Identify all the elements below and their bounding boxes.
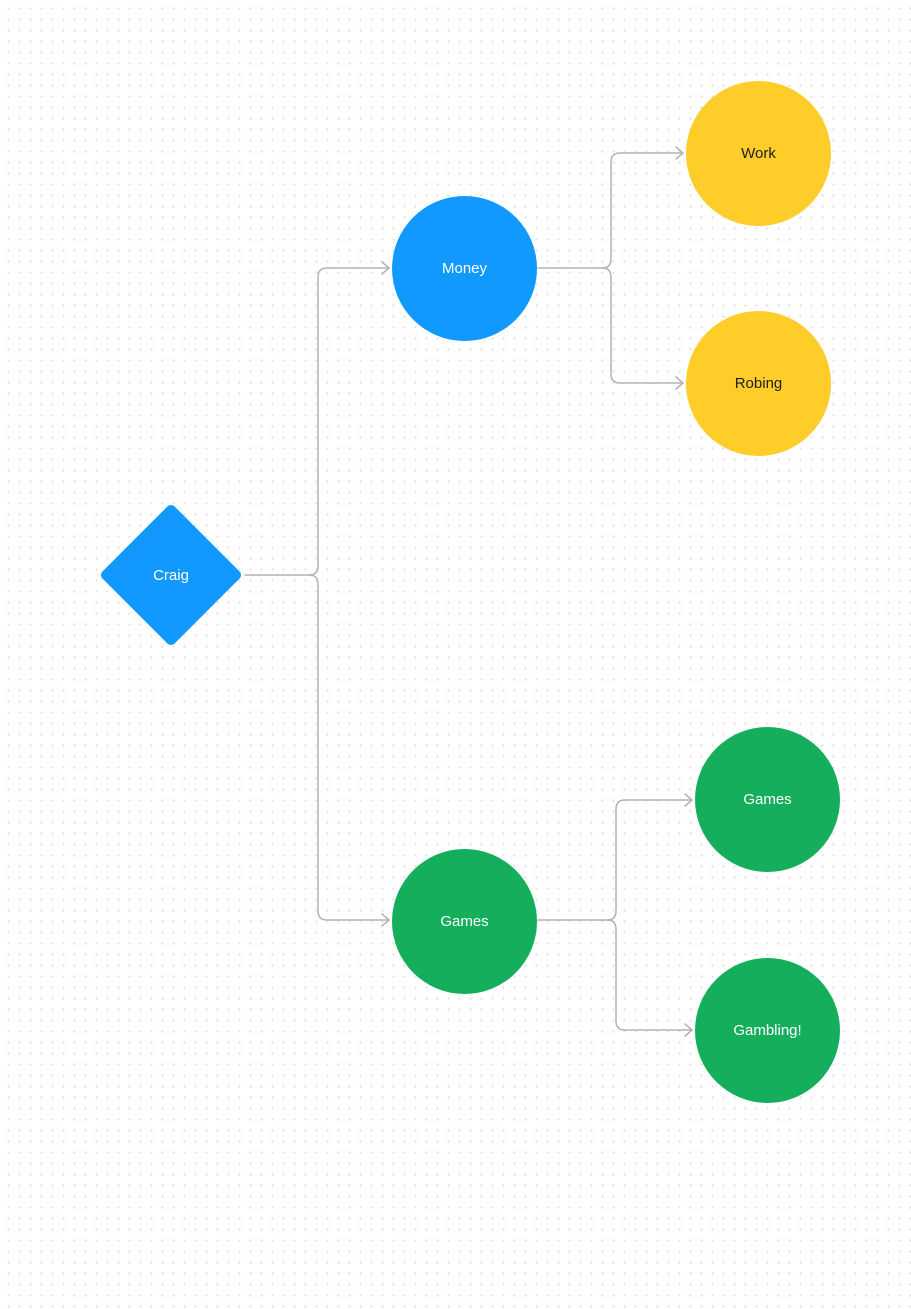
node-robing[interactable]: Robing [686,311,831,456]
node-work[interactable]: Work [686,81,831,226]
node-label: Money [441,260,488,277]
connector-games-gambling[interactable] [606,919,693,1037]
node-label: Gambling! [733,1022,802,1039]
node-label: Games [440,913,489,930]
node-games-child[interactable]: Games [695,727,840,872]
node-label: Work [741,145,776,162]
node-gambling[interactable]: Gambling! [695,958,840,1103]
node-money[interactable]: Money [392,196,537,341]
node-label: Robing [734,375,783,392]
node-craig[interactable]: Craig [98,502,244,648]
connector-craig-games[interactable] [308,574,390,927]
connector-money-robing[interactable] [601,267,684,390]
node-label: Craig [153,566,189,584]
node-label: Games [743,791,792,808]
connector-craig-money[interactable] [244,261,390,576]
node-games[interactable]: Games [392,849,537,994]
connector-money-work[interactable] [537,146,684,269]
connector-games-games-2[interactable] [537,793,693,921]
